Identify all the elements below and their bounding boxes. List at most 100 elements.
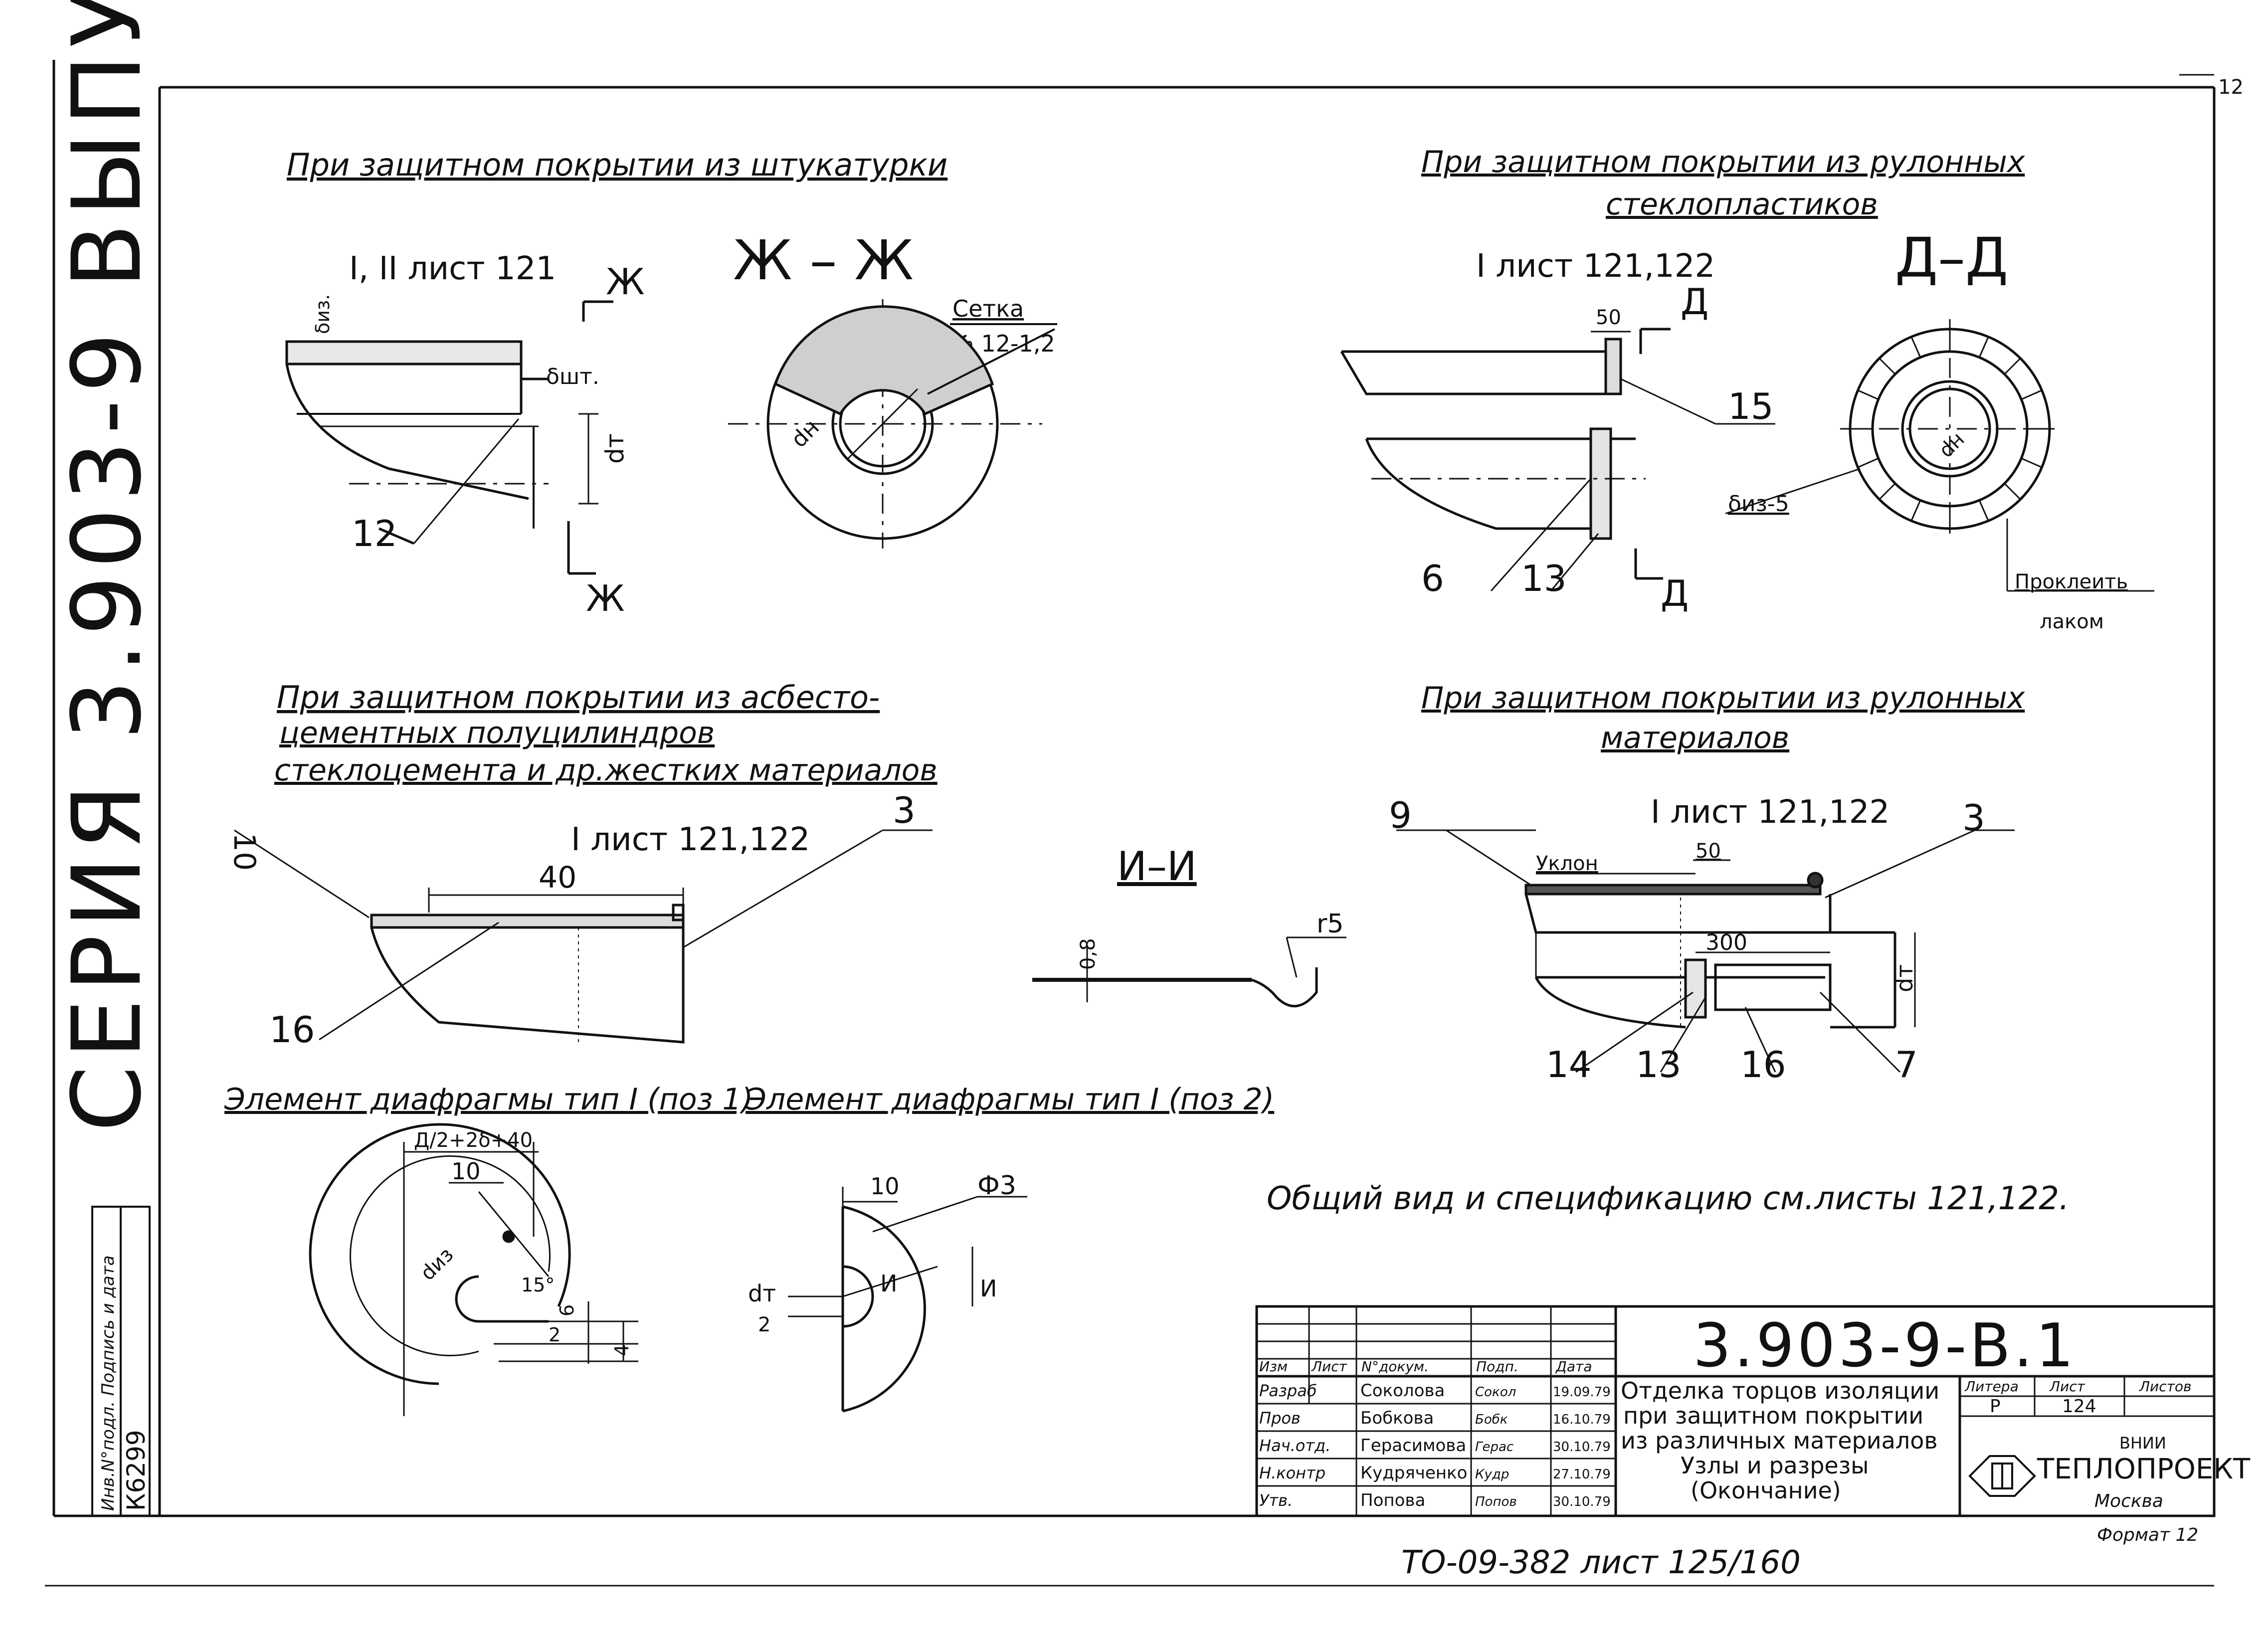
plaster-cut-letter-top: Ж (606, 261, 645, 303)
general-note: Общий вид и спецификацию см.листы 121,12… (1267, 1180, 2069, 1217)
title-block-description: Отделка торцов изоляции при защитном пок… (1621, 1377, 1939, 1504)
asbestos-ref-label: I лист 121,122 (571, 821, 810, 858)
sig-row-5-sign: Попов (1475, 1494, 1517, 1509)
col-header-list: Лист (1311, 1358, 1347, 1375)
title-block-signatures: Разраб Соколова Сокол 19.09.79 Пров Бобк… (1259, 1381, 1611, 1510)
title-line-4: Узлы и разрезы (1681, 1452, 1869, 1479)
col-header-sign: Подп. (1476, 1358, 1518, 1375)
sig-row-1-name: Соколова (1360, 1381, 1445, 1401)
diaphragm1-dim-angle: 15° (521, 1274, 555, 1296)
org-line-3: Москва (2094, 1491, 2163, 1511)
plaster-delta-sht: δшт. (546, 364, 599, 389)
title-block (1255, 1305, 2216, 1517)
fiberglass-note-2: лаком (2040, 610, 2104, 633)
plaster-dn: dн (786, 415, 824, 453)
title-block-column-headers: Изм Лист N°докум. Подп. Дата (1259, 1358, 1592, 1375)
sig-row-1-date: 19.09.79 (1553, 1385, 1611, 1400)
sig-row-5-date: 30.10.79 (1553, 1494, 1611, 1509)
title-line-3: из различных материалов (1621, 1427, 1937, 1454)
rolled-ref-label: I лист 121,122 (1651, 794, 1890, 831)
diaphragm2-dim-f3: Ф3 (977, 1171, 1016, 1201)
diaphragm2-drawing (788, 1187, 1027, 1413)
sig-row-4-sign: Кудр (1475, 1467, 1509, 1482)
fiberglass-detail-drawing (1340, 319, 2154, 592)
sig-row-3-sign: Герас (1475, 1440, 1513, 1455)
format-label: Формат 12 (2097, 1525, 2198, 1545)
rolled-callout-3: 3 (1962, 797, 1985, 839)
sheets-header: Листов (2139, 1378, 2192, 1395)
sig-row-4-role: Н.контр (1259, 1464, 1325, 1482)
diaphragm2-cut-2: И (980, 1275, 997, 1302)
plaster-section-title: Ж – Ж (733, 228, 914, 292)
col-header-izm: Изм (1259, 1358, 1288, 1375)
rolled-callout-16: 16 (1740, 1044, 1786, 1086)
sig-row-3-name: Герасимова (1360, 1436, 1466, 1456)
plaster-ref-label: I, II лист 121 (349, 250, 556, 287)
section-ii-drawing (1032, 936, 1346, 1008)
fiberglass-dim: 50 (1596, 306, 1621, 329)
section-ii-title: И–И (1117, 843, 1197, 890)
org-line-2: ТЕПЛОПРОЕКТ (2037, 1453, 2251, 1485)
fiberglass-dn: dн (1935, 428, 1969, 462)
rolled-callout-14: 14 (1546, 1044, 1592, 1086)
sig-row-5-name: Попова (1360, 1490, 1425, 1510)
left-stamp (91, 1206, 151, 1517)
title-code: 3.903-9-В.1 (1693, 1311, 2077, 1381)
series-margin-text: СЕРИЯ 3.903-9 ВЫПУСК 1 (52, 0, 162, 1132)
section-ii-dim-s: 0,8 (1077, 938, 1100, 970)
asbestos-callout-3: 3 (893, 789, 916, 831)
diaphragm2-dim-dt: dт (748, 1280, 776, 1307)
sig-row-3-role: Нач.отд. (1259, 1436, 1330, 1455)
fiberglass-cut-letter-top: Д (1681, 281, 1708, 323)
asbestos-dim: 40 (539, 860, 576, 895)
rolled-slope: Уклон (1536, 852, 1598, 875)
title-block-sheet-info: Литера Лист Листов Р 124 (1964, 1378, 2192, 1417)
fiberglass-callout-13: 13 (1521, 557, 1567, 599)
left-stamp-label: Инв.N°подл. Подпись и дата (98, 1256, 118, 1511)
asbestos-callout-16: 16 (269, 1009, 315, 1051)
sig-row-4-date: 27.10.79 (1553, 1467, 1611, 1482)
sig-row-3-date: 30.10.79 (1553, 1440, 1611, 1455)
col-header-date: Дата (1555, 1358, 1592, 1375)
sig-row-2-date: 16.10.79 (1553, 1412, 1611, 1427)
sig-row-2-sign: Бобк (1475, 1412, 1508, 1427)
plaster-cut-letter-bottom: Ж (586, 577, 625, 619)
sig-row-1-role: Разраб (1259, 1381, 1317, 1400)
fiberglass-callout-6: 6 (1421, 557, 1444, 599)
diaphragm1-drawing (309, 1123, 638, 1416)
left-stamp-inv-number: К6299 (122, 1430, 151, 1511)
rolled-callout-7: 7 (1895, 1044, 1918, 1086)
asbestos-detail-drawing (234, 829, 933, 1044)
fiberglass-note-1: Проклеить (2015, 570, 2128, 593)
asbestos-callout-10: 10 (227, 833, 262, 871)
section-ii-dim-r: r5 (1317, 909, 1343, 939)
sig-row-5-role: Утв. (1259, 1491, 1293, 1510)
stage-header: Литера (1964, 1378, 2019, 1395)
fiberglass-heading-2: стеклопластиков (1606, 187, 1878, 222)
rolled-heading-2: материалов (1601, 721, 1789, 755)
diaphragm1-dim-4: 4 (611, 1344, 633, 1356)
sig-row-2-name: Бобкова (1360, 1408, 1434, 1428)
diaphragm1-title: Элемент диафрагмы тип I (поз 1) (224, 1082, 753, 1117)
sheet-header: Лист (2049, 1378, 2085, 1395)
title-line-1: Отделка торцов изоляции (1621, 1377, 1939, 1404)
fiberglass-ref-label: I лист 121,122 (1476, 248, 1715, 285)
fiberglass-heading-1: При защитном покрытии из рулонных (1421, 145, 2025, 180)
rolled-detail-drawing (1396, 829, 2015, 1073)
title-line-2: при защитном покрытии (1623, 1402, 1923, 1429)
plaster-dt: dт (600, 433, 629, 464)
asbestos-heading-3: стеклоцемента и др.жестких материалов (274, 753, 938, 788)
diaphragm2-title: Элемент диафрагмы тип I (поз 2) (745, 1082, 1274, 1117)
sig-row-4-name: Кудряченко (1360, 1463, 1467, 1483)
rolled-dim-300: 300 (1705, 930, 1747, 955)
org-line-1: ВНИИ (2119, 1434, 2166, 1453)
sig-row-1-sign: Сокол (1475, 1385, 1516, 1400)
plaster-heading: При защитном покрытии из штукатурки (287, 147, 947, 183)
diaphragm1-dim-10: 10 (451, 1158, 481, 1185)
plaster-delta-iz: δиз. (312, 294, 334, 334)
org-logo (1968, 1455, 2036, 1497)
footer-reference: ТО-09-382 лист 125/160 (1401, 1544, 1801, 1581)
plaster-detail-drawing (285, 299, 1057, 575)
fiberglass-cut-letter-bottom: Д (1661, 572, 1689, 614)
